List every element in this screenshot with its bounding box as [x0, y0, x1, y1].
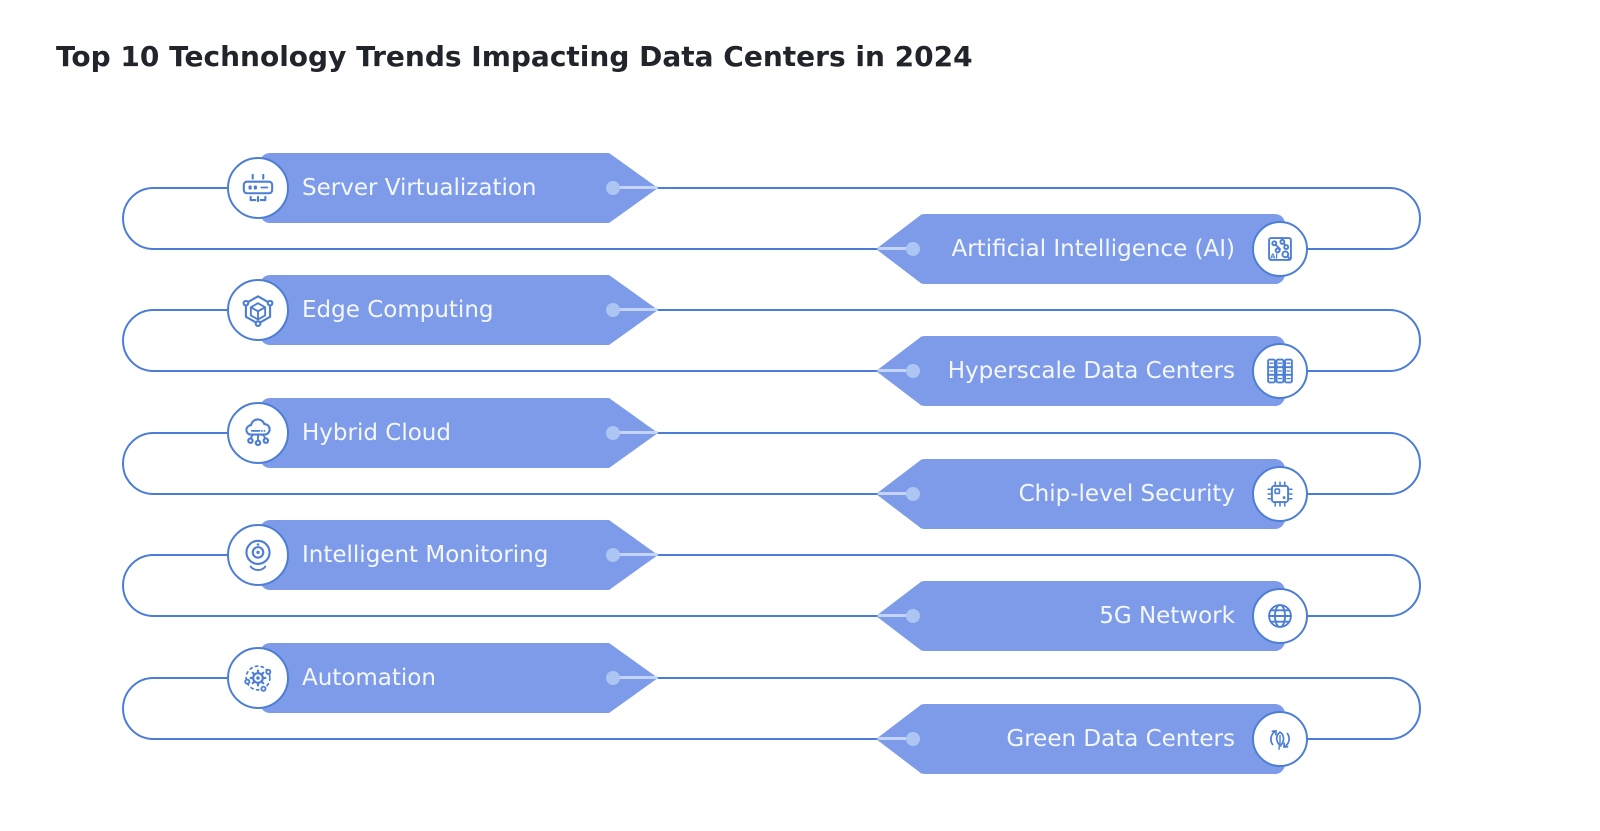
connector-dot	[606, 181, 620, 195]
trend-banner-5g-network	[921, 581, 1285, 651]
trend-label: Artificial Intelligence (AI)	[951, 236, 1235, 262]
connector-dot	[606, 303, 620, 317]
trend-label: 5G Network	[1099, 603, 1235, 629]
trend-label: Server Virtualization	[302, 175, 537, 201]
connector-dot	[606, 671, 620, 685]
svg-text:AI: AI	[1270, 252, 1278, 260]
connector-stub-line	[612, 676, 658, 679]
trend-loop-group-3: Hybrid Cloud Chip-level Security	[0, 398, 1600, 538]
connector-stub-line	[612, 308, 658, 311]
trend-loop-group-5: Automation Green Data Centers	[0, 643, 1600, 783]
connector-stub-line	[878, 369, 914, 372]
trend-banner-artificial-intelligence	[921, 214, 1285, 284]
green-data-centers-icon	[1252, 711, 1308, 767]
edge-computing-icon	[227, 279, 289, 341]
connector-stub-line	[612, 553, 658, 556]
trend-label: Intelligent Monitoring	[302, 542, 549, 568]
trend-banner-intelligent-monitoring	[260, 520, 611, 590]
5g-network-icon	[1252, 588, 1308, 644]
connector-dot	[606, 426, 620, 440]
artificial-intelligence-icon: AI	[1252, 221, 1308, 277]
connector-loop	[122, 432, 1421, 495]
trend-banner-chip-level-security	[921, 459, 1285, 529]
connector-dot	[906, 732, 920, 746]
trend-banner-automation	[260, 643, 611, 713]
connector-loop	[122, 187, 1421, 250]
intelligent-monitoring-icon	[227, 524, 289, 586]
trend-loop-group-4: Intelligent Monitoring 5G Network	[0, 520, 1600, 660]
connector-loop	[122, 677, 1421, 740]
connector-loop	[122, 309, 1421, 372]
connector-stub-line	[878, 737, 914, 740]
connector-stub-line	[612, 186, 658, 189]
connector-stub-line	[878, 247, 914, 250]
connector-stub-line	[612, 431, 658, 434]
connector-dot	[906, 487, 920, 501]
connector-dot	[906, 609, 920, 623]
connector-loop	[122, 554, 1421, 617]
connector-dot	[906, 242, 920, 256]
hyperscale-data-centers-icon	[1252, 343, 1308, 399]
hybrid-cloud-icon	[227, 402, 289, 464]
trend-banner-server-virtualization	[260, 153, 611, 223]
connector-dot	[906, 364, 920, 378]
trend-banner-hybrid-cloud	[260, 398, 611, 468]
trend-label: Hybrid Cloud	[302, 420, 451, 446]
trend-label: Hyperscale Data Centers	[947, 358, 1235, 384]
trend-label: Automation	[302, 665, 436, 691]
trend-label: Green Data Centers	[1006, 726, 1235, 752]
connector-dot	[606, 548, 620, 562]
chip-level-security-icon	[1252, 466, 1308, 522]
trend-banner-green-data-centers	[921, 704, 1285, 774]
trend-loop-group-1: Server Virtualization Artificial Intelli…	[0, 153, 1600, 293]
connector-stub-line	[878, 614, 914, 617]
trend-loop-group-2: Edge Computing Hyperscale Data Centers	[0, 275, 1600, 415]
server-virtualization-icon	[227, 157, 289, 219]
page-title: Top 10 Technology Trends Impacting Data …	[56, 40, 973, 73]
connector-stub-line	[878, 492, 914, 495]
trend-banner-edge-computing	[260, 275, 611, 345]
trend-banner-hyperscale-data-centers	[921, 336, 1285, 406]
trend-label: Chip-level Security	[1018, 481, 1235, 507]
automation-icon	[227, 647, 289, 709]
trend-label: Edge Computing	[302, 297, 494, 323]
